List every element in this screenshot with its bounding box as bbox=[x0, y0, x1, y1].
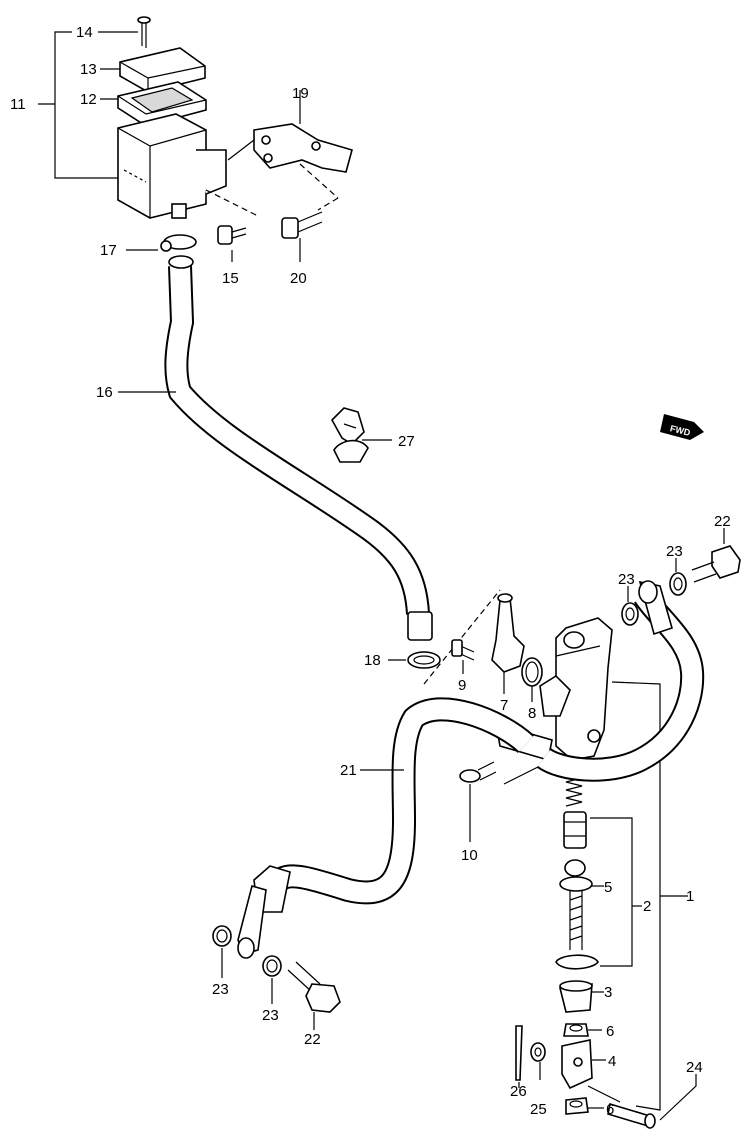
callout-2: 2 bbox=[643, 898, 651, 915]
screw-part-10 bbox=[459, 761, 549, 842]
pin-part-24 bbox=[607, 1074, 697, 1129]
callout-4: 4 bbox=[608, 1053, 616, 1070]
callout-17: 17 bbox=[100, 242, 117, 259]
callout-7: 7 bbox=[500, 697, 508, 714]
callout-15: 15 bbox=[222, 270, 239, 287]
callout-3: 3 bbox=[604, 984, 612, 1001]
washer-part-25 bbox=[530, 1042, 546, 1080]
callout-8: 8 bbox=[528, 705, 536, 722]
callout-14: 14 bbox=[76, 24, 93, 41]
reservoir-hose-part-16 bbox=[118, 255, 433, 641]
callout-23-b: 23 bbox=[618, 571, 635, 588]
washer-part-23-d bbox=[262, 955, 282, 1004]
callout-18: 18 bbox=[364, 652, 381, 669]
cotter-pin-part-26 bbox=[515, 1025, 523, 1088]
callout-19: 19 bbox=[292, 85, 309, 102]
callout-25: 25 bbox=[530, 1101, 547, 1118]
callout-13: 13 bbox=[80, 61, 97, 78]
clamp-part-18 bbox=[388, 651, 441, 669]
brake-hose-upper bbox=[536, 580, 705, 782]
reservoir-body-part-11 bbox=[117, 113, 227, 219]
forward-direction-arrow-icon: FWD bbox=[660, 414, 704, 440]
piston-part-2 bbox=[563, 811, 587, 877]
bolt-part-20 bbox=[281, 211, 323, 262]
callout-23-a: 23 bbox=[666, 543, 683, 560]
screw-part-14 bbox=[137, 16, 151, 48]
reservoir-assembly bbox=[38, 16, 259, 262]
callout-1: 1 bbox=[686, 888, 694, 905]
diaphragm-plate-part-12 bbox=[117, 81, 207, 127]
callout-6-lower: 6 bbox=[606, 1101, 614, 1118]
callout-23-c: 23 bbox=[212, 981, 229, 998]
callout-23-d: 23 bbox=[262, 1007, 279, 1024]
banjo-bolt-part-22-upper bbox=[691, 528, 741, 583]
washer-part-23-a bbox=[669, 558, 687, 596]
banjo-bolt-part-22-lower bbox=[287, 961, 341, 1030]
callout-22-lower: 22 bbox=[304, 1031, 321, 1048]
o-ring-part-8 bbox=[521, 657, 543, 702]
clip-part-27 bbox=[331, 407, 392, 463]
callout-21: 21 bbox=[340, 762, 357, 779]
callout-22-upper: 22 bbox=[714, 513, 731, 530]
callout-24: 24 bbox=[686, 1059, 703, 1076]
nut-part-6-upper bbox=[563, 1023, 602, 1037]
callout-11: 11 bbox=[10, 96, 26, 113]
washer-part-23-c bbox=[212, 925, 232, 978]
fwd-label: FWD bbox=[669, 423, 692, 438]
nut-part-6-lower bbox=[565, 1097, 604, 1115]
hose-fitting-part-7 bbox=[491, 593, 525, 694]
callout-27: 27 bbox=[398, 433, 415, 450]
callout-10: 10 bbox=[461, 847, 478, 864]
washer-part-23-b bbox=[621, 586, 639, 626]
bracket-part-19 bbox=[227, 90, 353, 173]
screw-part-15 bbox=[217, 225, 247, 262]
callout-12: 12 bbox=[80, 91, 97, 108]
callout-9: 9 bbox=[458, 677, 466, 694]
callout-5: 5 bbox=[604, 879, 612, 896]
callout-6-upper: 6 bbox=[606, 1023, 614, 1040]
boot-part-3 bbox=[559, 980, 604, 1013]
circlip bbox=[555, 954, 599, 970]
callout-26: 26 bbox=[510, 1083, 527, 1100]
clevis-part-4 bbox=[561, 1039, 606, 1090]
brake-hose-part-21 bbox=[237, 697, 535, 959]
callout-20: 20 bbox=[290, 270, 307, 287]
pushrod-part-5 bbox=[559, 876, 604, 950]
bolt-part-9 bbox=[451, 639, 475, 674]
reservoir-cap-part-13 bbox=[119, 47, 206, 93]
callout-16: 16 bbox=[96, 384, 113, 401]
clamp-part-17 bbox=[126, 234, 197, 252]
